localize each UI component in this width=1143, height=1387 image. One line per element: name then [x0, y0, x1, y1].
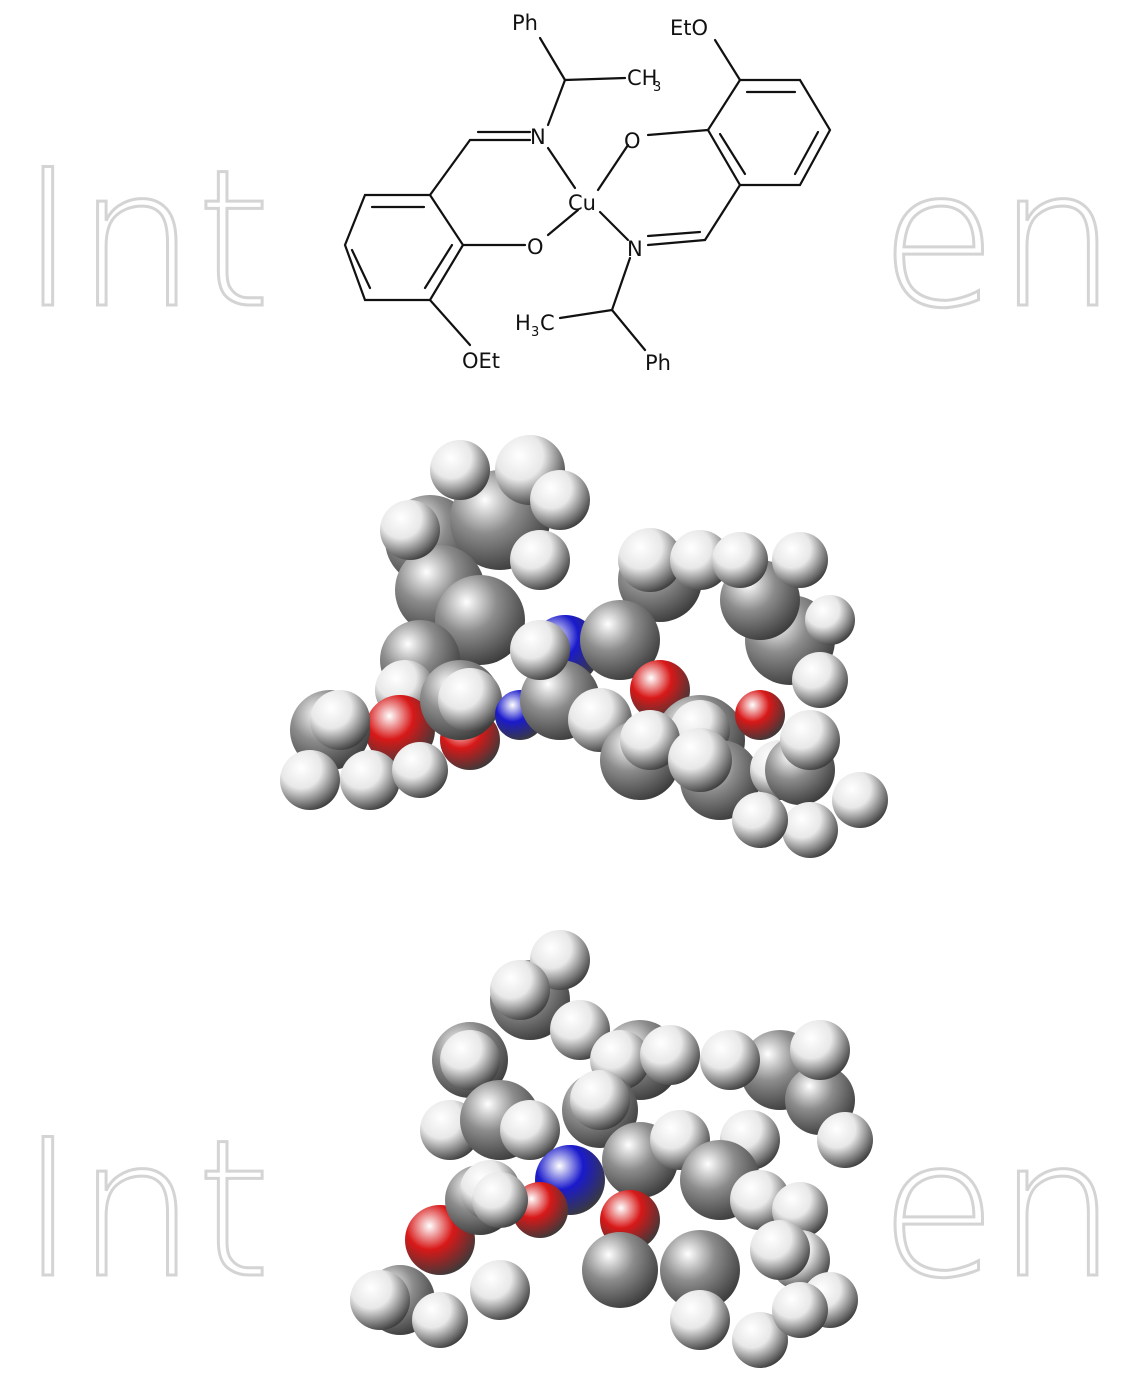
bond-ring-eto [713, 38, 742, 82]
model-top-atom-h [792, 652, 848, 708]
bond-ch-ch3-top [563, 76, 627, 82]
model-bottom-atom-h [350, 1270, 410, 1330]
bond-n-ch-top [546, 78, 567, 127]
watermark-top-left: Int [20, 129, 271, 350]
model-top-atom-h [530, 470, 590, 530]
model-top-atom-h [712, 532, 768, 588]
label-o-left: O [527, 235, 544, 259]
model-bottom-atom-h [470, 1260, 530, 1320]
label-eto-top: EtO [670, 16, 708, 40]
bond-ch-ch3-bottom [558, 308, 614, 320]
label-ph-top: Ph [512, 11, 538, 35]
label-n-top: N [530, 125, 546, 149]
bond-ring-ch [428, 138, 472, 197]
label-h3c-c: C [540, 311, 555, 335]
watermark-bottom-left: Int [20, 1099, 271, 1320]
model-bottom-atom-h [490, 960, 550, 1020]
bond-c-n-bottom-double [646, 230, 702, 238]
model-top-atom-h [392, 742, 448, 798]
model-top-atom-h [620, 710, 680, 770]
bond-n-ch-bottom [610, 256, 632, 312]
model-bottom-atom-h [817, 1112, 873, 1168]
model-bottom-atom-h [772, 1282, 828, 1338]
bond-ch-ph-bottom [610, 308, 647, 352]
model-top-atom-h [380, 500, 440, 560]
model-top-atom-h [280, 750, 340, 810]
model-bottom-atom-h [472, 1172, 528, 1228]
bond-c-n-bottom [646, 238, 707, 247]
model-bottom-atom-h [412, 1292, 468, 1348]
model-top-atom-o [735, 690, 785, 740]
model-bottom-atom-h [500, 1100, 560, 1160]
bond-cu-n-bottom [598, 210, 630, 242]
model-top-atom-h [782, 802, 838, 858]
bond-ring-ch-bottom [703, 183, 742, 242]
model-top-atom-h [805, 595, 855, 645]
label-ch3-top: CH [627, 66, 657, 90]
label-oet-bottom: OEt [462, 349, 500, 373]
label-o-right: O [624, 129, 641, 153]
model-top-atom-h [618, 528, 682, 592]
model-bottom-atom-c [660, 1230, 740, 1310]
model-top-atom-h [340, 750, 400, 810]
model-top-atom-c [435, 575, 525, 665]
model-top-atom-c [580, 600, 660, 680]
model-top-atom-h [668, 728, 732, 792]
model-bottom-atom-h [790, 1020, 850, 1080]
model-top-atom-h [430, 440, 490, 500]
label-n-bottom: N [627, 237, 643, 261]
bond-o-cu-right [596, 143, 630, 192]
model-bottom-atom-h [440, 1030, 500, 1090]
model-bottom-atom-h [732, 1312, 788, 1368]
watermark-bottom-right: en [880, 1099, 1117, 1320]
watermark-top-right: en [880, 129, 1117, 350]
bond-n-cu-top [546, 146, 577, 190]
bond-ring-oet [428, 298, 472, 347]
model-top-atom-h [780, 710, 840, 770]
bond-o-cu-left [546, 208, 580, 237]
model-top-atom-h [772, 532, 828, 588]
label-ch3-top-sub: 3 [653, 80, 661, 95]
model-top-atom-h [510, 620, 570, 680]
label-h3c-h: H [515, 311, 531, 335]
model-top-atom-h [310, 690, 370, 750]
model-top-atom-h [732, 792, 788, 848]
label-h3c-sub: 3 [531, 325, 539, 340]
model-top-atom-h [670, 530, 730, 590]
bond-ring-o-right [646, 128, 710, 137]
bond-ch-ph-top [538, 36, 567, 82]
model-bottom-atom-c [582, 1232, 658, 1308]
model-top-atom-h [438, 668, 502, 732]
model-bottom-atom-h [640, 1025, 700, 1085]
model-top-atom-h [510, 530, 570, 590]
model-bottom-atom-h [700, 1030, 760, 1090]
model-top-atom-h [832, 772, 888, 828]
label-cu: Cu [568, 191, 596, 215]
model-bottom-atom-h [670, 1290, 730, 1350]
label-ph-bottom: Ph [645, 351, 671, 375]
model-bottom-atom-h [750, 1220, 810, 1280]
model-bottom-atom-h [570, 1070, 630, 1130]
